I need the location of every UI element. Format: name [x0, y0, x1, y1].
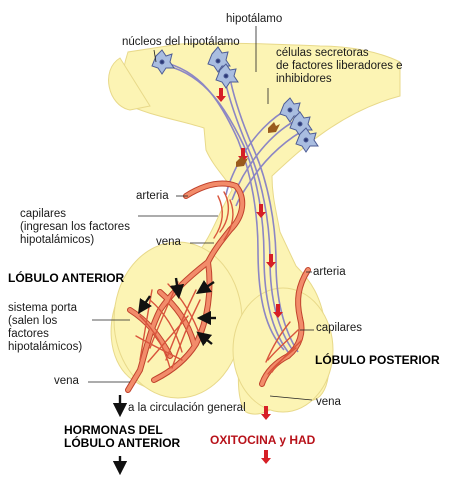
neuron-icon — [215, 63, 239, 89]
label-artery-left: arteria — [136, 190, 169, 202]
label-general-circulation: a la circulación general — [128, 402, 246, 414]
label-hypothalamus: hipotálamo — [226, 13, 283, 25]
label-anterior-hormones: HORMONAS DEL LÓBULO ANTERIOR — [64, 423, 181, 450]
label-vein-lower-left: vena — [54, 375, 79, 387]
neuron-icon-group — [151, 46, 319, 153]
down-arrow-icon — [261, 406, 271, 420]
label-capillaries-right: capilares — [316, 322, 363, 334]
label-secretory-cells: células secretoras de factores liberador… — [276, 47, 403, 85]
down-arrow-icon — [266, 254, 276, 268]
posterior-vessels — [259, 267, 311, 387]
black-arrows — [112, 277, 216, 476]
neuron-icon — [295, 127, 319, 153]
down-arrow-icon — [256, 204, 266, 218]
neuron-icon — [151, 49, 175, 75]
down-arrow-icon — [216, 88, 226, 102]
label-anterior-lobe: LÓBULO ANTERIOR — [8, 271, 125, 285]
label-vein-right: vena — [316, 396, 341, 408]
brown-arrows — [236, 122, 280, 167]
axon-bundle — [161, 61, 309, 353]
label-vein-upper: vena — [156, 236, 181, 248]
hypothalamus-bulge — [108, 57, 151, 111]
label-posterior-lobe: LÓBULO POSTERIOR — [315, 353, 440, 367]
label-nuclei: núcleos del hipotálamo — [122, 36, 240, 48]
label-portal-system: sistema porta (salen los factores hipota… — [8, 302, 83, 353]
label-posterior-hormones: OXITOCINA y HAD — [210, 433, 316, 447]
leader-lines — [88, 26, 314, 401]
anterior-vessels — [125, 180, 246, 393]
down-arrow-icon — [261, 450, 271, 464]
label-capillaries-left: capilares (ingresan los factores hipotal… — [20, 208, 130, 246]
label-artery-right: arteria — [313, 266, 346, 278]
down-arrow-icon — [273, 304, 283, 318]
anterior-lobe-tissue — [113, 241, 243, 399]
